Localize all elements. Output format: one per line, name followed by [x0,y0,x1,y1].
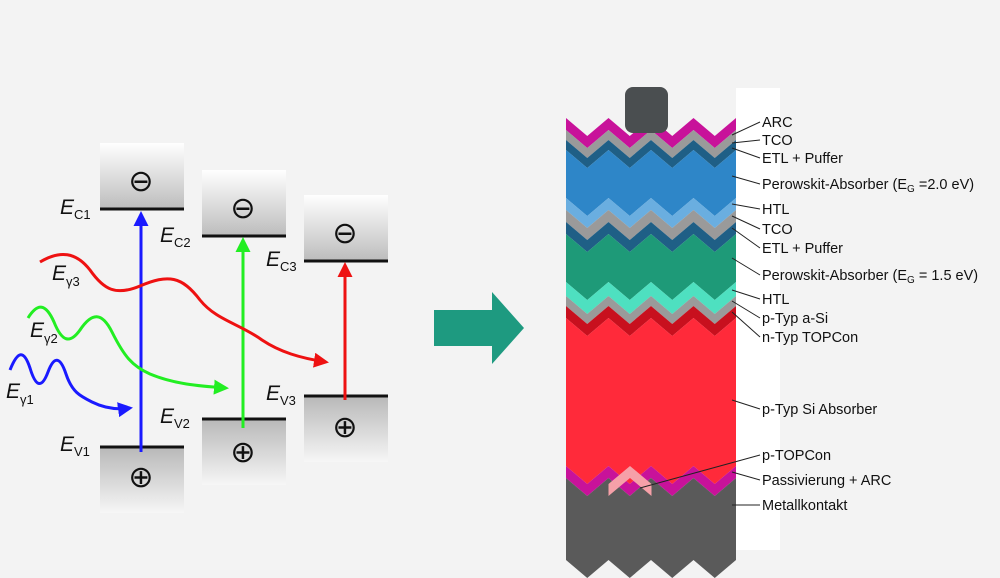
layer-label-subscript: G [907,184,915,195]
layer-perovskite-mid [566,234,736,300]
leader-htl-top [731,203,761,210]
band-3: ⊖ ⊕ EC3 EV3 [266,195,388,462]
label-ev3: EV3 [266,382,296,408]
layer-label-text: n-Typ TOPCon [762,330,858,346]
layer-label-text: Perowskit-Absorber (E [762,268,907,284]
layer-label-tco-top: TCO [762,133,793,149]
label-ev2: EV2 [160,405,190,431]
layer-label-subscript: G [907,275,915,286]
electron-icon: ⊖ [230,192,255,225]
label-panel [736,88,780,550]
valence-band-2 [202,419,286,485]
layer-label-text: p-TOPCon [762,448,831,464]
hole-icon: ⊕ [128,461,153,494]
photon-wave-1 [8,353,133,418]
hole-icon: ⊕ [230,436,255,469]
cell-stack [566,118,736,578]
leader-arc [731,121,761,136]
leader-lines [639,121,761,506]
layer-label-text: ETL + Puffer [762,241,843,257]
layer-n-topcon [566,306,736,336]
electron-icon: ⊖ [332,217,357,250]
layer-label-text: p-Typ a-Si [762,311,828,327]
band-diagram: ⊖ ⊕ EC1 EV1 ⊖ ⊕ EC2 EV2 ⊖ ⊕ EC3 EV3 [6,143,388,513]
layer-label-tail: =2.0 eV) [915,177,974,193]
hole-icon: ⊕ [332,411,357,444]
electron-icon: ⊖ [128,165,153,198]
layer-tco-mid [566,210,736,240]
layer-label-htl-mid: HTL [762,292,789,308]
label-photon-1: Eγ1 [6,380,34,407]
front-contact-icon [625,87,668,133]
layer-label-text: ETL + Puffer [762,151,843,167]
label-ev1: EV1 [60,433,90,459]
label-ec2: EC2 [160,224,191,250]
layer-htl-mid [566,282,736,314]
leader-perov-mid [731,257,761,276]
leader-etl-mid [731,227,761,249]
conduction-band-3 [304,195,388,261]
layer-label-text: HTL [762,202,789,218]
layer-label-tail: = 1.5 eV) [915,268,978,284]
layer-arc [566,118,736,148]
layer-label-p-topcon: p-TOPCon [762,448,831,464]
leader-passivation [731,471,761,481]
leader-p-asi [731,300,761,319]
leader-tco-top [731,139,761,144]
leader-n-topcon [731,311,761,338]
layer-label-text: Perowskit-Absorber (E [762,177,907,193]
leader-etl-top [731,147,761,159]
label-ec3: EC3 [266,248,297,274]
photon-wave-2 [26,305,229,395]
layer-label-perov-mid: Perowskit-Absorber (EG = 1.5 eV) [762,268,978,286]
layer-label-p-asi: p-Typ a-Si [762,311,828,327]
layer-label-etl-mid: ETL + Puffer [762,241,843,257]
layer-label-text: p-Typ Si Absorber [762,402,877,418]
conduction-band-2 [202,170,286,236]
layer-tco-top [566,130,736,158]
layer-label-text: Passivierung + ARC [762,473,891,489]
layer-label-etl-top: ETL + Puffer [762,151,843,167]
layer-label-n-topcon: n-Typ TOPCon [762,330,858,346]
leader-si-absorber [731,399,761,410]
layer-label-perov-top: Perowskit-Absorber (EG =2.0 eV) [762,177,974,195]
photon-wave-3 [39,253,329,368]
layer-perovskite-top [566,150,736,216]
label-ec1: EC1 [60,196,91,222]
layer-etl-top [566,140,736,168]
layer-p-asi [566,296,736,324]
conduction-band-1 [100,143,184,209]
layer-si-absorber [566,318,736,484]
label-photon-2: Eγ2 [30,319,58,346]
layer-metal [566,478,736,578]
leader-p-topcon [639,454,761,489]
layer-label-text: ARC [762,115,793,131]
valence-band-3 [304,396,388,462]
layer-etl-mid [566,222,736,252]
layer-label-tco-mid: TCO [762,222,793,238]
layer-label-si-absorber: p-Typ Si Absorber [762,402,877,418]
layer-label-metal: Metallkontakt [762,498,847,514]
layer-label-htl-top: HTL [762,202,789,218]
transition-arrow-icon [434,292,524,364]
layer-p-topcon [608,466,652,496]
valence-band-1 [100,447,184,513]
layer-label-passivation: Passivierung + ARC [762,473,891,489]
leader-perov-top [731,175,761,185]
layer-htl-top [566,198,736,228]
band-2: ⊖ ⊕ EC2 EV2 [160,170,286,485]
layer-label-text: HTL [762,292,789,308]
label-photon-3: Eγ3 [52,262,80,289]
layer-label-arc: ARC [762,115,793,131]
leader-tco-mid [731,215,761,230]
layer-label-text: TCO [762,222,793,238]
layer-label-text: TCO [762,133,793,149]
layer-label-text: Metallkontakt [762,498,847,514]
band-1: ⊖ ⊕ EC1 EV1 [60,143,184,513]
leader-htl-mid [731,289,761,300]
